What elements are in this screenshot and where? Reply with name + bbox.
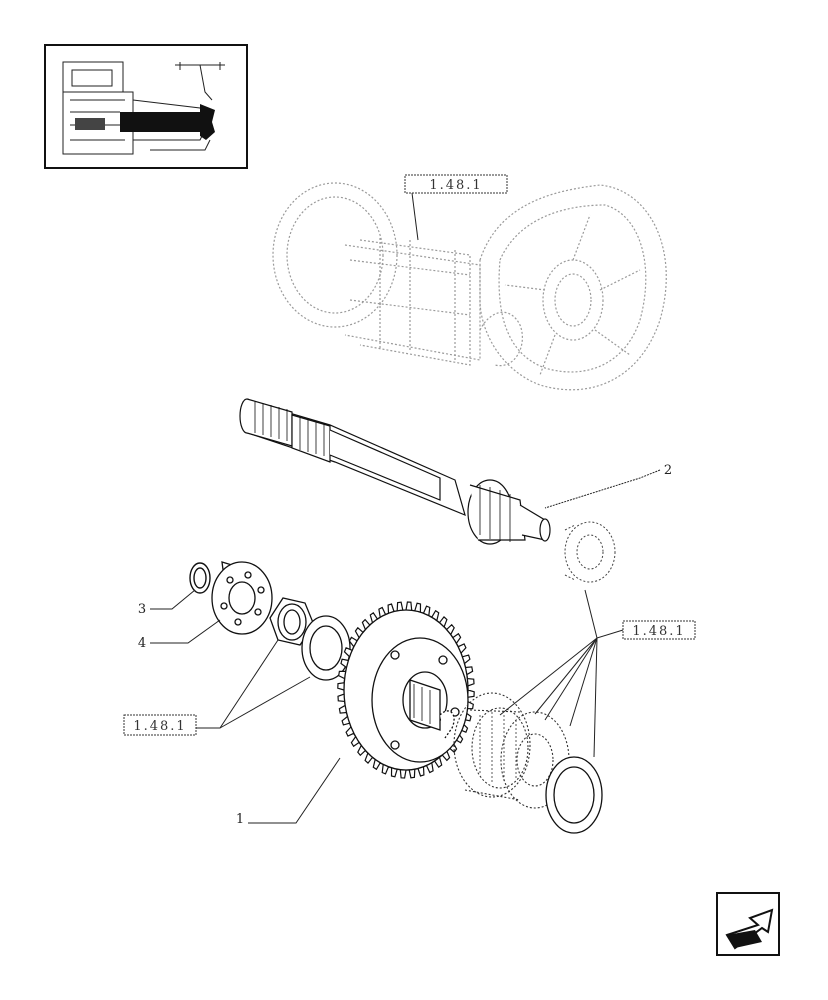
reference-label-top: 1.48.1 [429, 178, 482, 193]
ring-part-3 [189, 562, 211, 594]
callout-2[interactable]: 2 [664, 463, 672, 478]
locator-thumbnail [44, 44, 248, 169]
gear-part-1 [337, 601, 475, 779]
callout-1[interactable]: 1 [236, 812, 244, 827]
leader-lines [150, 192, 661, 824]
seal-ring [545, 756, 603, 834]
axle-housing-ghost [272, 182, 667, 391]
hex-nut [269, 597, 315, 646]
shaft-bearing [564, 521, 616, 583]
reference-box-right[interactable]: 1.48.1 [622, 620, 696, 640]
reference-label-right: 1.48.1 [632, 624, 685, 639]
callout-4[interactable]: 4 [138, 636, 146, 651]
reference-label-left: 1.48.1 [133, 719, 186, 734]
callout-3[interactable]: 3 [138, 602, 146, 617]
output-shaft [239, 398, 551, 545]
reference-box-top[interactable]: 1.48.1 [404, 174, 508, 194]
reference-box-left[interactable]: 1.48.1 [123, 714, 197, 736]
back-arrow-icon[interactable] [716, 892, 780, 956]
thrust-washer [301, 615, 351, 681]
bearing-part-4 [211, 561, 273, 635]
